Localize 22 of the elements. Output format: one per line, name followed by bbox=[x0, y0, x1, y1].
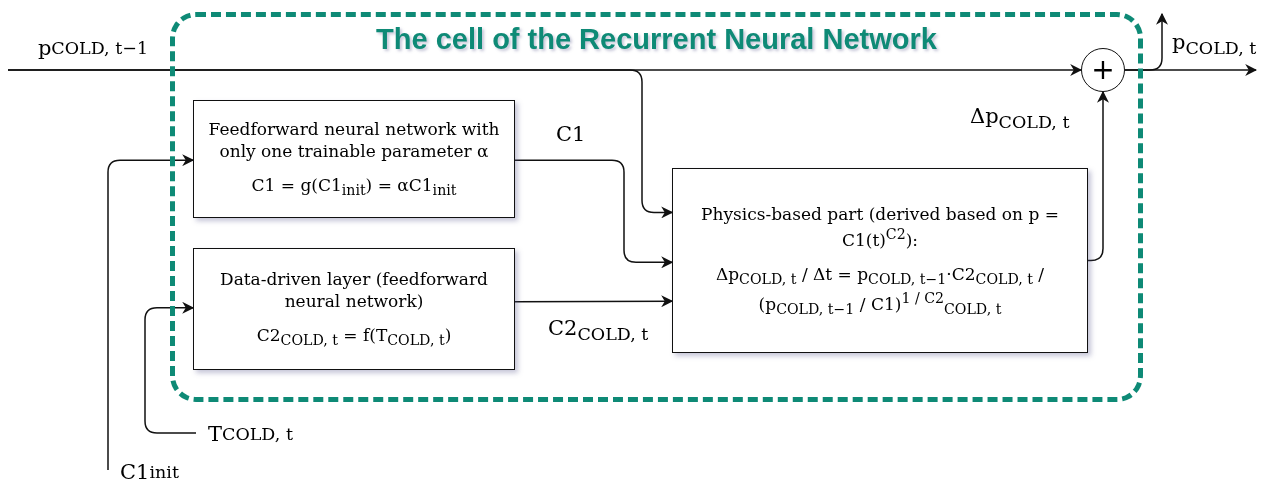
formula-text: C1 = g(C1$_{init}$) = αC1$_{init}$ bbox=[251, 174, 457, 200]
arrow bbox=[514, 295, 674, 308]
sum-circle: + bbox=[1081, 48, 1125, 92]
box-heading: Physics-based part (derived based on p = C1(t)$^{C2}$): bbox=[700, 202, 1060, 251]
arrow bbox=[1087, 90, 1109, 262]
dashed-group-frame bbox=[170, 12, 1143, 402]
edge-label: C2$_{COLD, t}$ bbox=[548, 316, 649, 345]
edge-label: C1 bbox=[556, 122, 586, 146]
group-title: The cell of the Recurrent Neural Network bbox=[375, 23, 938, 56]
formula-text: C2$_{COLD, t}$ = f(T$_{COLD, t}$) bbox=[256, 324, 452, 350]
box-heading: Feedforward neural network with only one trainable parameter α bbox=[207, 118, 501, 163]
arrow bbox=[144, 301, 197, 434]
arrow bbox=[514, 159, 674, 269]
edge-label: Δp$_{COLD, t}$ bbox=[970, 104, 1070, 133]
process-box bbox=[672, 168, 1088, 353]
arrow bbox=[107, 154, 195, 471]
arrow bbox=[7, 69, 674, 219]
process-box bbox=[193, 100, 515, 218]
process-box bbox=[193, 248, 515, 370]
arrow bbox=[1124, 64, 1258, 76]
edge-label: p$_{COLD, t}$ bbox=[1172, 30, 1257, 59]
box-heading: Data-driven layer (feedforward neural network) bbox=[219, 268, 489, 313]
